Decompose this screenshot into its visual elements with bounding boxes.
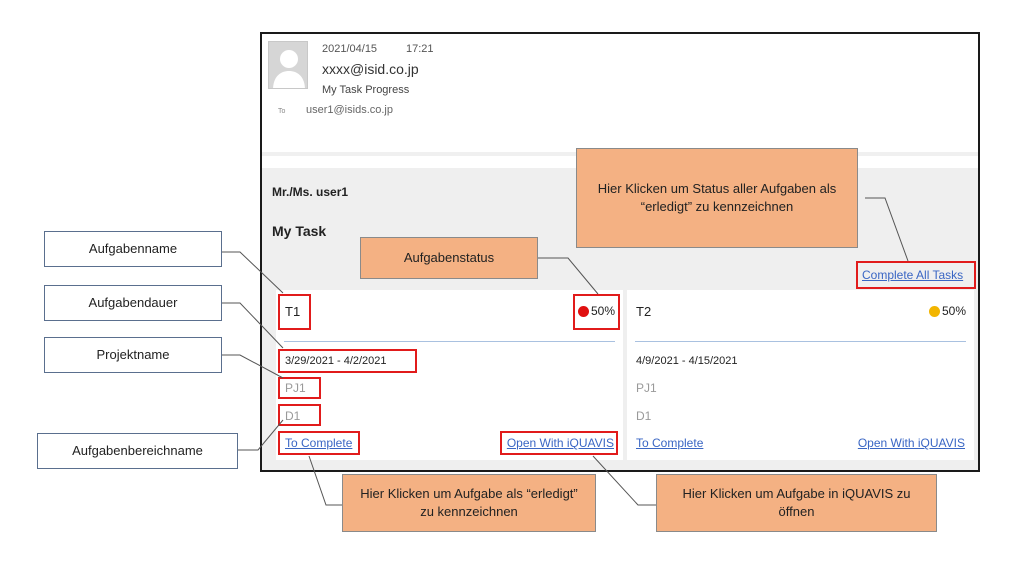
callout-task-status: Aufgabenstatus: [360, 237, 538, 279]
to-complete-link[interactable]: To Complete: [285, 436, 353, 450]
task-status: 50%: [928, 304, 966, 318]
email-date: 2021/04/15: [322, 43, 378, 55]
greeting: Mr./Ms. user1: [272, 185, 349, 199]
project-name: PJ1: [636, 381, 657, 395]
my-task-heading: My Task: [272, 223, 327, 239]
card-divider: [635, 341, 966, 342]
callout-project-name: Projektname: [44, 337, 222, 373]
sender-avatar-icon: [268, 41, 308, 89]
callout-task-duration: Aufgabendauer: [44, 285, 222, 321]
email-time: 17:21: [406, 43, 434, 55]
task-status-percent: 50%: [941, 304, 966, 318]
task-duration: 4/9/2021 - 4/15/2021: [636, 355, 738, 367]
task-duration: 3/29/2021 - 4/2/2021: [285, 355, 387, 367]
open-with-iquavis-link[interactable]: Open With iQUAVIS: [506, 436, 614, 450]
callout-complete-all-hint: Hier Klicken um Status aller Aufgaben al…: [576, 148, 858, 248]
task-area-name: D1: [636, 409, 652, 423]
status-dot-icon: [928, 305, 940, 317]
task-status-percent: 50%: [590, 304, 615, 318]
callout-open-iquavis-hint: Hier Klicken um Aufgabe in iQUAVIS zu öf…: [656, 474, 937, 532]
email-recipient: user1@isids.co.jp: [306, 104, 393, 116]
email-to-label: To: [278, 108, 286, 115]
callout-task-name: Aufgabenname: [44, 231, 222, 267]
task-name: T2: [636, 304, 652, 319]
task-status: 50%: [577, 304, 615, 318]
task-card: T2 50% 4/9/2021 - 4/15/2021 PJ1 D1 To Co…: [627, 290, 974, 460]
task-card: T1 50% 3/29/2021 - 4/2/2021 PJ1 D1 To Co…: [276, 290, 623, 460]
project-name: PJ1: [285, 381, 306, 395]
card-divider: [284, 341, 615, 342]
task-area-name: D1: [285, 409, 301, 423]
task-name: T1: [285, 304, 301, 319]
email-sender: xxxx@isid.co.jp: [322, 61, 419, 77]
email-subject: My Task Progress: [322, 84, 410, 96]
complete-all-tasks-link[interactable]: Complete All Tasks: [862, 268, 964, 282]
callout-task-area-name: Aufgabenbereichname: [37, 433, 238, 469]
to-complete-link[interactable]: To Complete: [636, 436, 704, 450]
callout-complete-task-hint: Hier Klicken um Aufgabe als “erledigt” z…: [342, 474, 596, 532]
status-dot-icon: [577, 305, 589, 317]
open-with-iquavis-link[interactable]: Open With iQUAVIS: [857, 436, 965, 450]
